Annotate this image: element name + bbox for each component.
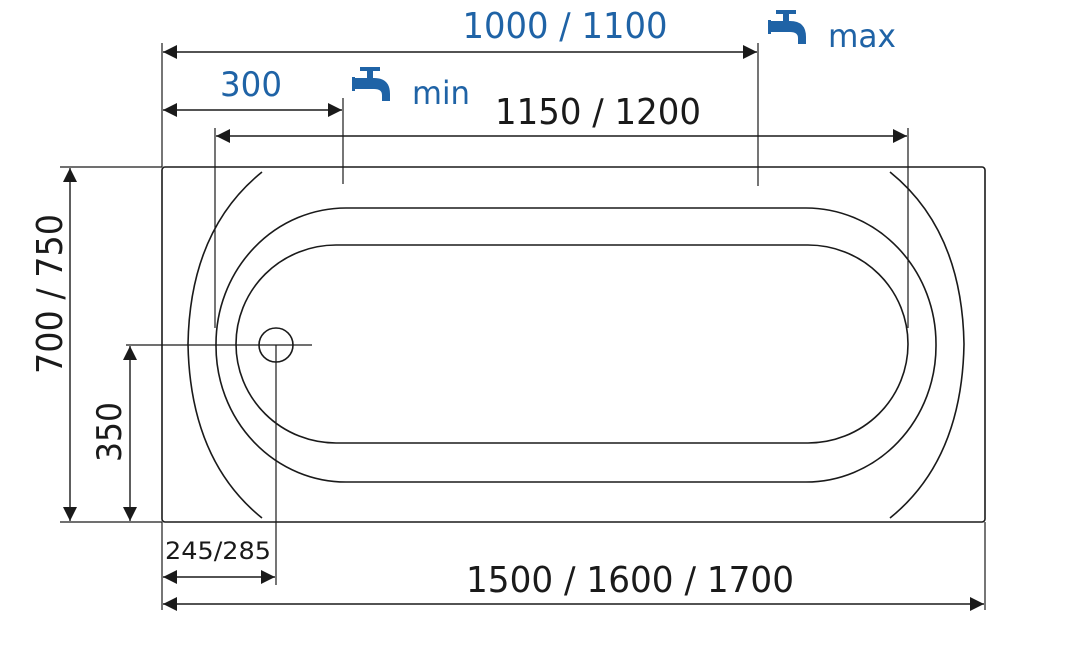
- dim-length-text: 1500 / 1600 / 1700: [466, 560, 794, 601]
- tub-basin-inner: [235, 244, 909, 444]
- dim-overflow-range-text: 1000 / 1100: [463, 6, 668, 47]
- tub-inner-rim: [187, 171, 263, 519]
- dim-inner-length-text: 1150 / 1200: [495, 92, 701, 133]
- faucet-max-label: max: [828, 17, 896, 55]
- dim-drain-height-text: 350: [90, 402, 130, 462]
- dimension-lines: [63, 45, 984, 611]
- faucet-min-label: min: [412, 74, 470, 112]
- dim-drain-offset-text: 245/285: [165, 537, 271, 565]
- faucet-max-icon: [768, 10, 806, 44]
- tub-outline: [161, 166, 986, 523]
- dim-overflow-min-text: 300: [220, 65, 282, 105]
- faucet-min-icon: [352, 67, 390, 101]
- extension-lines: [60, 43, 986, 610]
- dim-width-text: 700 / 750: [30, 214, 71, 374]
